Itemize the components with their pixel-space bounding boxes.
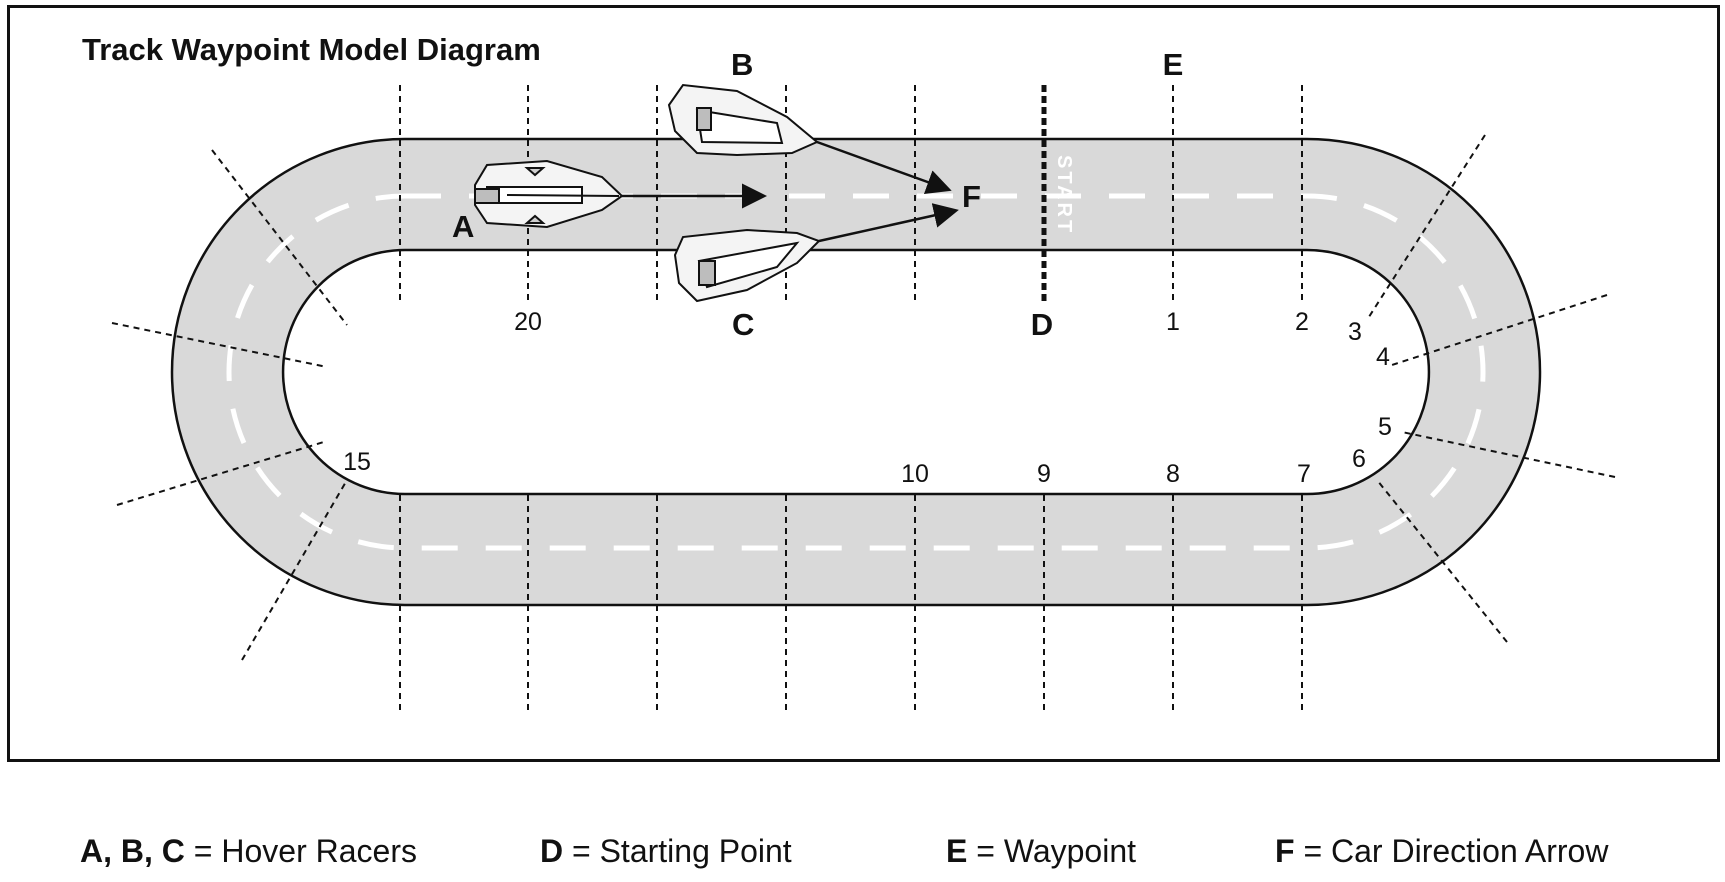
track-diagram: START Track Waypoint Model Diagram A B C… bbox=[7, 5, 1720, 762]
waypoint-line bbox=[1391, 294, 1608, 366]
legend-text: = Hover Racers bbox=[184, 833, 417, 869]
direction-arrows bbox=[622, 140, 959, 243]
legend-text: = Waypoint bbox=[967, 833, 1137, 869]
waypoint-number-5: 5 bbox=[1378, 413, 1392, 441]
legend-item-racers: A, B, C = Hover Racers bbox=[80, 833, 417, 870]
legend-key: A, B, C bbox=[80, 833, 185, 869]
waypoint-number-8: 8 bbox=[1166, 460, 1180, 488]
label-c: C bbox=[732, 307, 754, 342]
arrow-b bbox=[816, 140, 952, 194]
waypoint-line bbox=[111, 322, 328, 368]
waypoint-line bbox=[1401, 431, 1616, 478]
label-b: B bbox=[731, 47, 753, 82]
legend-key: F bbox=[1275, 833, 1295, 869]
waypoint-number-6: 6 bbox=[1352, 445, 1366, 473]
hover-racer-a bbox=[474, 159, 624, 229]
label-a: A bbox=[452, 209, 474, 244]
waypoint-line bbox=[241, 479, 348, 661]
legend-key: E bbox=[946, 833, 968, 869]
legend-text: = Starting Point bbox=[563, 833, 792, 869]
waypoint-number-10: 10 bbox=[901, 460, 929, 488]
waypoint-line bbox=[211, 149, 348, 326]
legend-item-direction-arrow: F = Car Direction Arrow bbox=[1275, 833, 1608, 870]
start-line-text: START bbox=[1053, 155, 1075, 235]
waypoint-number-4: 4 bbox=[1376, 343, 1390, 371]
diagram-title: Track Waypoint Model Diagram bbox=[82, 32, 541, 67]
label-f: F bbox=[962, 179, 981, 214]
legend-item-waypoint: E = Waypoint bbox=[946, 833, 1136, 870]
legend-item-starting-point: D = Starting Point bbox=[540, 833, 792, 870]
waypoint-number-15: 15 bbox=[343, 448, 371, 476]
legend: A, B, C = Hover Racers D = Starting Poin… bbox=[80, 833, 1680, 877]
waypoint-number-3: 3 bbox=[1348, 318, 1362, 346]
diagram-frame: START Track Waypoint Model Diagram A B C… bbox=[7, 5, 1720, 762]
waypoint-number-1: 1 bbox=[1166, 308, 1180, 336]
hover-racer-c bbox=[673, 228, 821, 303]
waypoint-number-2: 2 bbox=[1295, 308, 1309, 336]
waypoint-line bbox=[1366, 134, 1486, 321]
waypoint-line bbox=[116, 440, 328, 506]
hover-racer-b bbox=[667, 83, 819, 157]
label-d: D bbox=[1031, 307, 1053, 342]
legend-text: = Car Direction Arrow bbox=[1294, 833, 1609, 869]
waypoint-line bbox=[1376, 479, 1508, 643]
legend-key: D bbox=[540, 833, 564, 869]
arrow-c bbox=[818, 203, 959, 243]
waypoint-number-20: 20 bbox=[514, 308, 542, 336]
waypoint-number-7: 7 bbox=[1297, 460, 1311, 488]
label-e: E bbox=[1163, 47, 1184, 82]
waypoint-number-9: 9 bbox=[1037, 460, 1051, 488]
